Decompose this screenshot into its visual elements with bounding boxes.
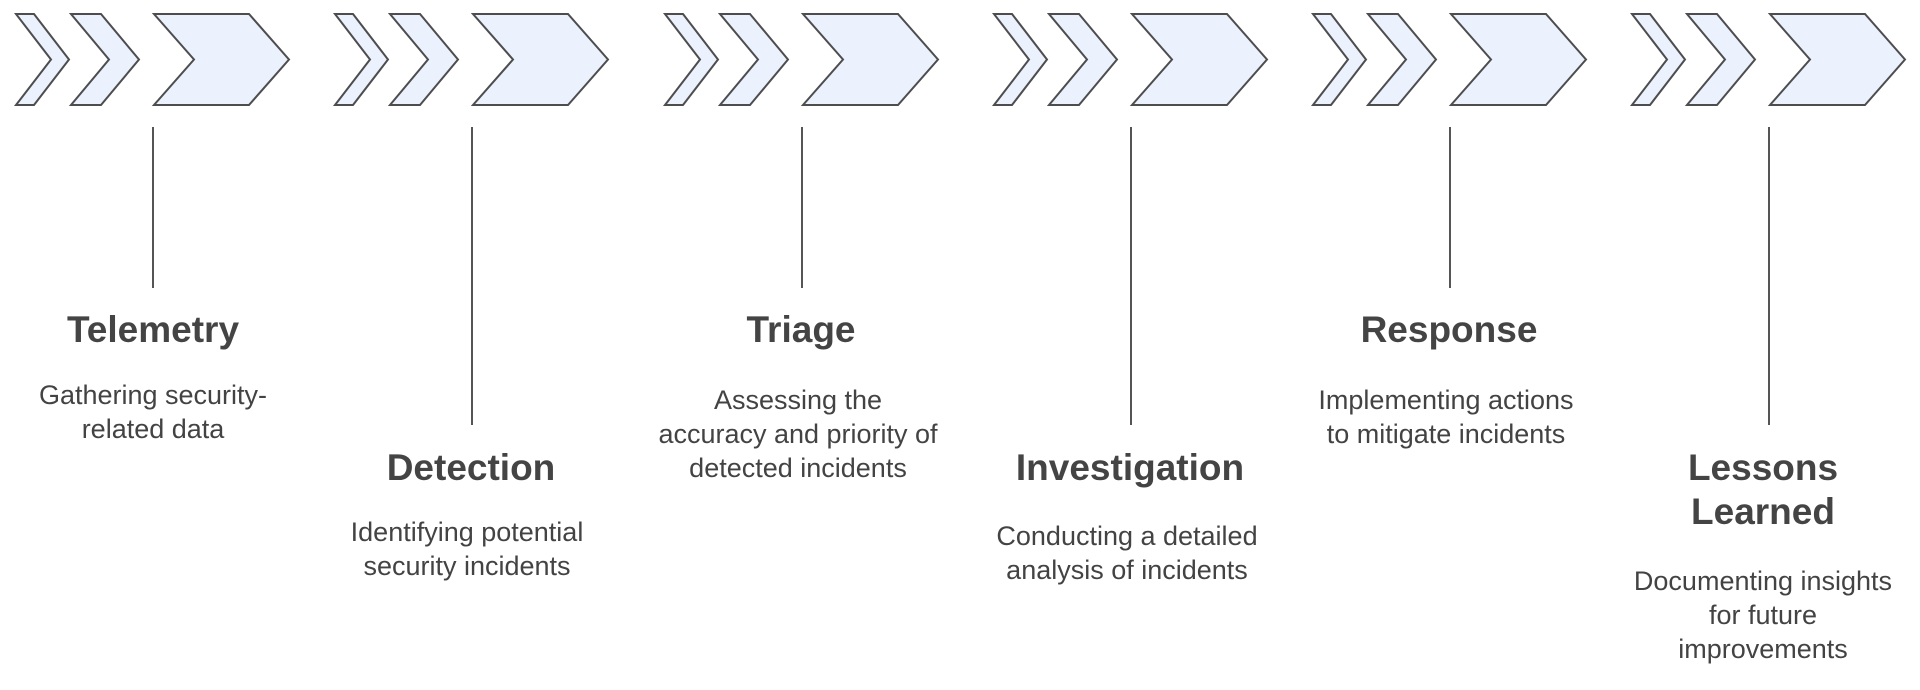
- stage-2-chevron-1: [332, 13, 390, 106]
- stage-1-triple-chevron-icon: [13, 13, 291, 106]
- stage-1-description: Gathering security-related data: [38, 380, 268, 444]
- stage-6-chevron-2: [1684, 13, 1757, 106]
- stage-5-chevron-2: [1365, 13, 1438, 106]
- stage-1-title: Telemetry: [66, 309, 240, 350]
- stage-3-title: Triage: [746, 309, 856, 350]
- stage-3-chevron-2: [717, 13, 790, 106]
- stage-2-chevron-2: [387, 13, 460, 106]
- stage-2-title: Detection: [386, 447, 556, 488]
- stage-4-chevron-3: [1129, 13, 1269, 106]
- stage-2-chevron-3: [470, 13, 610, 106]
- stage-3-description: Assessing the accuracy and priority of d…: [658, 385, 938, 483]
- stage-4-title: Investigation: [1015, 447, 1245, 488]
- stage-4-triple-chevron-icon: [991, 13, 1269, 106]
- stage-5-triple-chevron-icon: [1310, 13, 1588, 106]
- stage-2-description: Identifying potential security incidents: [350, 517, 584, 581]
- stage-1-chevron-1: [13, 13, 71, 106]
- stage-1-chevron-2: [68, 13, 141, 106]
- stage-6-description: Documenting insights for future improvem…: [1633, 566, 1893, 664]
- stage-4-chevron-2: [1046, 13, 1119, 106]
- stage-3-chevron-1: [662, 13, 720, 106]
- stage-4-chevron-1: [991, 13, 1049, 106]
- stage-6-chevron-1: [1629, 13, 1687, 106]
- stage-2-triple-chevron-icon: [332, 13, 610, 106]
- stage-1-chevron-3: [151, 13, 291, 106]
- stage-5-chevron-3: [1448, 13, 1588, 106]
- stage-3-triple-chevron-icon: [662, 13, 940, 106]
- stage-6-triple-chevron-icon: [1629, 13, 1907, 106]
- stage-5-description: Implementing actions to mitigate inciden…: [1318, 385, 1574, 449]
- stage-6-chevron-3: [1767, 13, 1907, 106]
- stage-6-title: Lessons Learned: [1687, 447, 1839, 532]
- stage-5-title: Response: [1360, 309, 1538, 350]
- stage-4-description: Conducting a detailed analysis of incide…: [996, 521, 1258, 585]
- stage-3-chevron-3: [800, 13, 940, 106]
- stage-5-chevron-1: [1310, 13, 1368, 106]
